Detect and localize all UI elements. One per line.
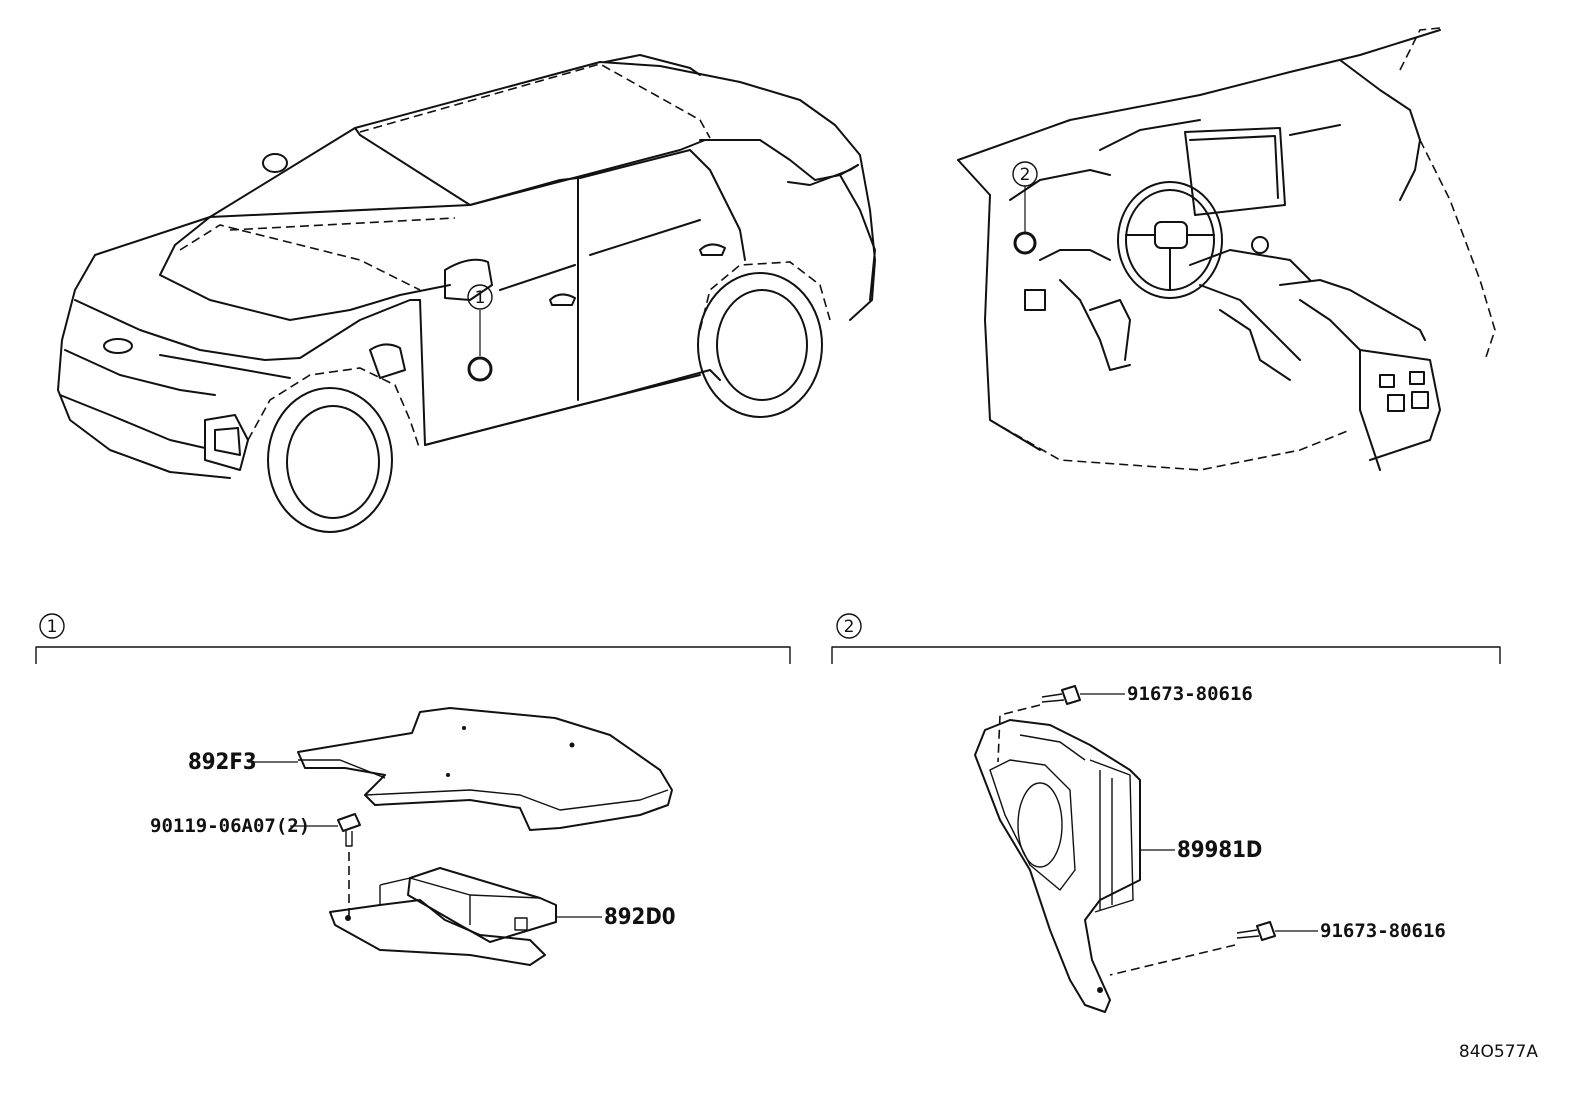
section-2: 2 91673-80616 89981D 91673-8061: [831, 613, 1501, 1013]
part-label-cover: 892F3: [188, 750, 257, 775]
cover-part: [297, 707, 673, 831]
bracket-module-part: [974, 719, 1141, 1013]
vehicle-illustration: 1: [57, 54, 876, 533]
part-label-module: 892D0: [604, 905, 676, 930]
dashboard-illustration: 2: [957, 27, 1496, 471]
location-marker-1: 1: [475, 288, 486, 308]
bolt-part: [337, 813, 361, 847]
section-1: 1 892F3 90119-06A07(2): [35, 613, 791, 966]
part-label-bracket-module: 89981D: [1177, 838, 1262, 863]
upper-bolt-part: [1041, 685, 1081, 705]
location-dot-1: [467, 356, 493, 382]
section-2-marker: 2: [844, 617, 855, 637]
illustration-code: 84O577A: [1459, 1042, 1538, 1062]
module-part: [329, 867, 557, 966]
location-marker-2: 2: [1020, 165, 1031, 185]
part-label-bolt-upper: 91673-80616: [1127, 683, 1253, 705]
lower-bolt-part: [1236, 921, 1276, 941]
part-label-bolt-lower: 91673-80616: [1320, 920, 1446, 942]
section-1-marker: 1: [47, 617, 58, 637]
location-dot-2: [1013, 231, 1037, 255]
part-label-bolt: 90119-06A07(2): [150, 815, 310, 837]
